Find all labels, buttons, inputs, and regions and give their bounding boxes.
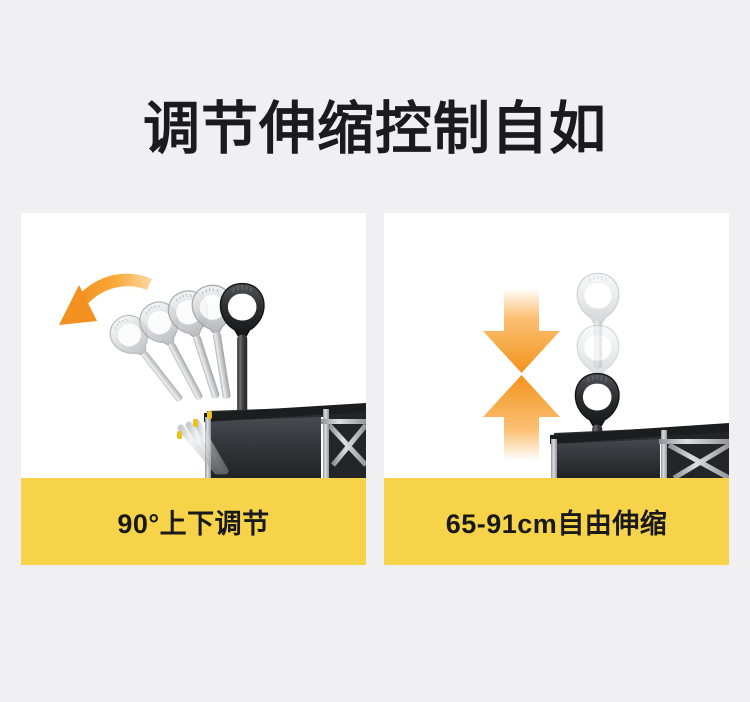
- ghost-pole-cluster: [177, 419, 229, 475]
- ghost-release-buttons: [177, 411, 212, 439]
- arrow-down-icon: [483, 288, 560, 373]
- rotation-photo: [21, 213, 366, 478]
- arrow-up-icon: [483, 375, 560, 460]
- panel-row: 90°上下调节: [21, 213, 729, 565]
- telescoping-illustration: [384, 213, 729, 478]
- wagon-body: [550, 423, 729, 478]
- page-title: 调节伸缩控制自如: [143, 97, 607, 161]
- wagon-body: [204, 403, 366, 478]
- telescoping-caption: 65-91cm自由伸缩: [384, 478, 729, 565]
- rotation-panel: 90°上下调节: [21, 213, 366, 565]
- telescoping-photo: [384, 213, 729, 478]
- rotation-caption: 90°上下调节: [21, 478, 366, 565]
- curved-rotation-arrow-icon: [59, 273, 152, 325]
- rotation-illustration: [21, 213, 366, 478]
- telescoping-panel: 65-91cm自由伸缩: [384, 213, 729, 565]
